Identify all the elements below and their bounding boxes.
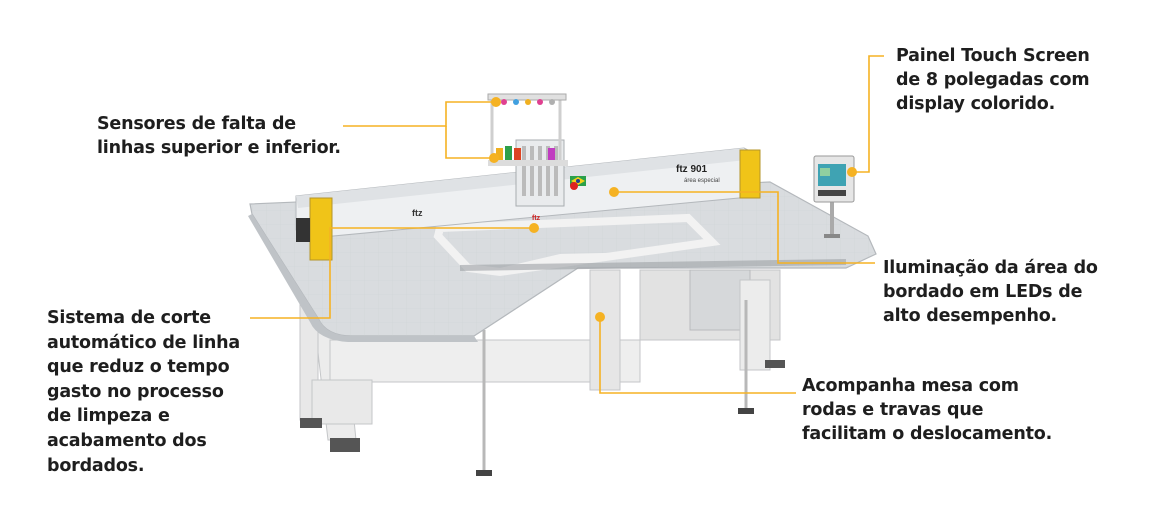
callout-panel-line: display colorido. — [896, 94, 1056, 114]
callout-table-line: Acompanha mesa com — [802, 376, 1019, 396]
callout-led-line: Iluminação da área do — [883, 258, 1098, 278]
callout-panel: Painel Touch Screen de 8 polegadas com d… — [896, 44, 1090, 116]
callout-table: Acompanha mesa com rodas e travas que fa… — [802, 374, 1052, 446]
callout-dots — [489, 97, 857, 322]
model-text: ftz 901 — [676, 164, 708, 175]
embroidery-head: ftz — [487, 93, 578, 222]
callout-cutting: Sistema de corte automático de linha que… — [47, 306, 240, 478]
callout-cutting-line: bordados. — [47, 455, 145, 476]
touch-panel-icon — [813, 155, 855, 238]
callout-cutting-line: automático de linha — [47, 332, 240, 353]
callout-panel-line: Painel Touch Screen — [896, 46, 1090, 66]
callout-lines — [250, 55, 884, 394]
callout-cutting-line: acabamento dos — [47, 430, 207, 451]
callout-cutting-line: de limpeza e — [47, 406, 170, 427]
head-brand-text: ftz — [532, 215, 541, 222]
thread-spool-icon — [496, 146, 555, 162]
callout-cutting-line: Sistema de corte — [47, 308, 211, 328]
callout-table-line: facilitam o deslocamento. — [802, 424, 1053, 444]
callout-table-line: rodas e travas que — [802, 400, 984, 420]
arm-brand-text: ftz — [412, 208, 423, 218]
callout-led-line: alto desempenho. — [883, 306, 1057, 326]
callout-led: Iluminação da área do bordado em LEDs de… — [883, 256, 1098, 328]
callout-led-line: bordado em LEDs de — [883, 282, 1083, 302]
callout-cutting-line: que reduz o tempo — [47, 357, 230, 378]
callout-sensors-line: linhas superior e inferior. — [97, 138, 341, 158]
callout-sensors-line: Sensores de falta de — [97, 114, 296, 134]
table-frame — [269, 229, 785, 476]
callout-panel-line: de 8 polegadas com — [896, 70, 1090, 90]
model-sub-text: área especial — [684, 178, 720, 184]
callout-cutting-line: gasto no processo — [47, 381, 224, 402]
callout-sensors: Sensores de falta de linhas superior e i… — [97, 112, 341, 160]
